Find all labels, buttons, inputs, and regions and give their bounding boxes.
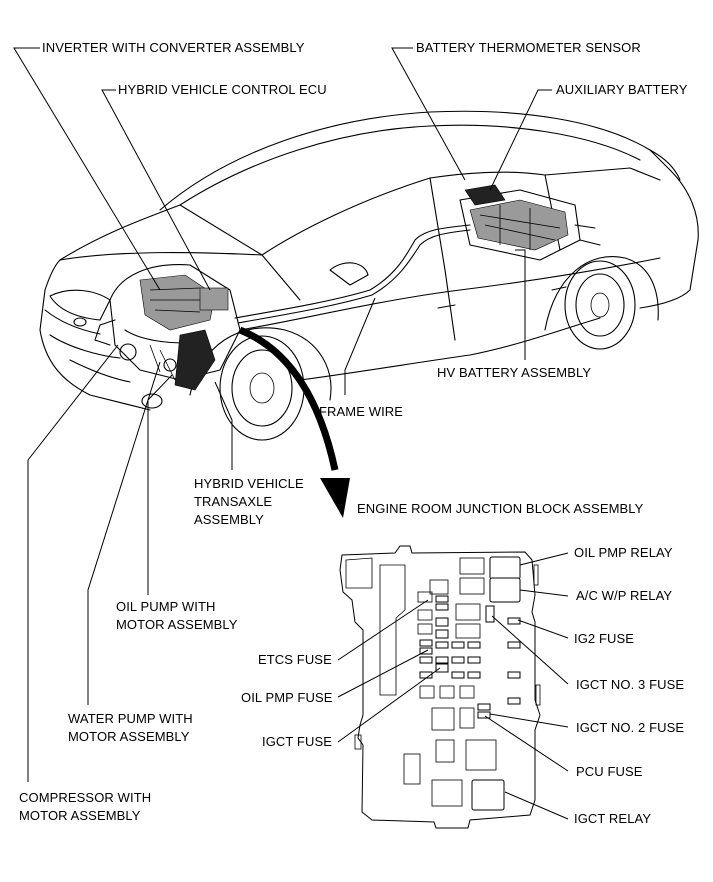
compressor-motor-line2: MOTOR ASSEMBLY <box>19 808 141 823</box>
oil-pmp-relay-label: OIL PMP RELAY <box>574 545 673 560</box>
oil-pmp-fuse-label: OIL PMP FUSE <box>241 690 333 705</box>
transaxle-label-line2: TRANSAXLE <box>194 494 273 509</box>
compressor-motor-label: COMPRESSOR WITH MOTOR ASSEMBLY <box>19 789 151 825</box>
transaxle-label-line1: HYBRID VEHICLE <box>194 476 304 491</box>
igct-no3-fuse-label: IGCT NO. 3 FUSE <box>576 677 685 692</box>
transaxle-label-line3: ASSEMBLY <box>194 512 264 527</box>
oil-pump-motor-line1: OIL PUMP WITH <box>116 599 216 614</box>
etcs-fuse-label: ETCS FUSE <box>258 652 332 667</box>
transaxle-label: HYBRID VEHICLE TRANSAXLE ASSEMBLY <box>194 475 304 529</box>
hv-battery-label: HV BATTERY ASSEMBLY <box>437 365 592 380</box>
inverter-label: INVERTER WITH CONVERTER ASSEMBLY <box>42 40 305 55</box>
hybrid-ecu-label: HYBRID VEHICLE CONTROL ECU <box>118 82 327 97</box>
pcu-fuse-label: PCU FUSE <box>576 764 643 779</box>
leader-lines <box>13 47 552 782</box>
ac-wp-relay-label: A/C W/P RELAY <box>576 588 673 603</box>
junction-block-drawing <box>339 545 541 829</box>
junction-leader-lines <box>337 552 569 820</box>
igct-fuse-label: IGCT FUSE <box>262 734 333 749</box>
water-pump-motor-line2: MOTOR ASSEMBLY <box>68 729 190 744</box>
engine-compartment-components <box>94 264 241 391</box>
igct-no2-fuse-label: IGCT NO. 2 FUSE <box>576 720 685 735</box>
ig2-fuse-label: IG2 FUSE <box>574 631 635 646</box>
igct-relay-label: IGCT RELAY <box>574 811 652 826</box>
battery-thermometer-label: BATTERY THERMOMETER SENSOR <box>416 40 641 55</box>
oil-pump-motor-label: OIL PUMP WITH MOTOR ASSEMBLY <box>116 598 238 634</box>
frame-wire-label: FRAME WIRE <box>319 404 404 419</box>
auxiliary-battery-label: AUXILIARY BATTERY <box>556 82 688 97</box>
vehicle-outline <box>39 110 699 441</box>
frame-wire <box>234 224 471 324</box>
water-pump-motor-label: WATER PUMP WITH MOTOR ASSEMBLY <box>68 710 193 746</box>
hv-battery-assembly-drawing <box>459 184 601 261</box>
water-pump-motor-line1: WATER PUMP WITH <box>68 711 193 726</box>
compressor-motor-line1: COMPRESSOR WITH <box>19 790 152 805</box>
oil-pump-motor-line2: MOTOR ASSEMBLY <box>116 617 238 632</box>
zoom-arrow <box>238 326 350 518</box>
junction-block-label: ENGINE ROOM JUNCTION BLOCK ASSEMBLY <box>357 501 644 516</box>
